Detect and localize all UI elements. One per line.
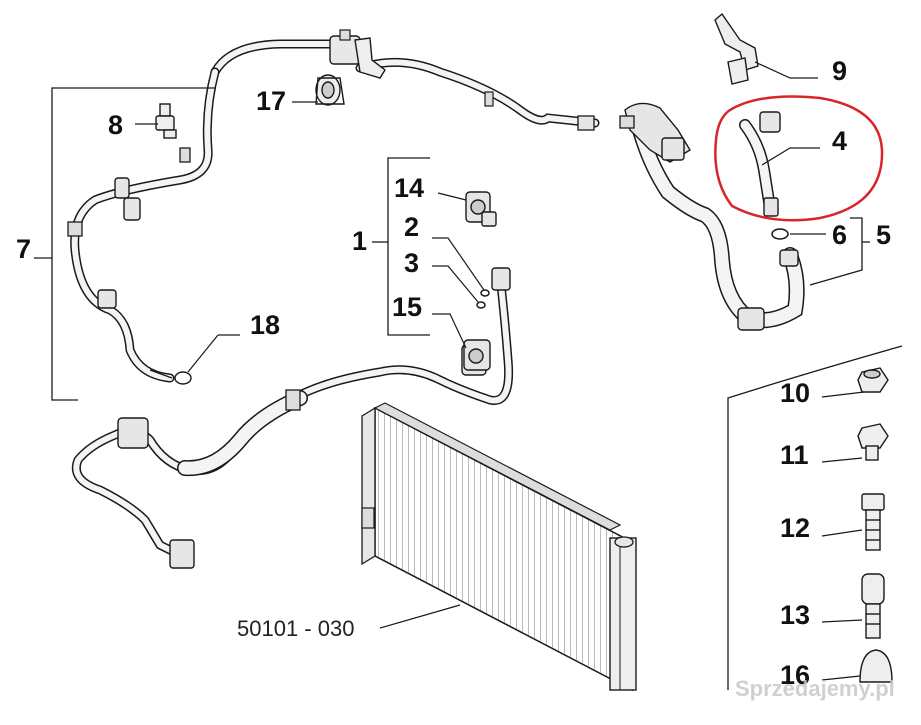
callout-14: 14 xyxy=(394,173,425,203)
callout-9: 9 xyxy=(832,56,848,86)
callout-3: 3 xyxy=(404,248,420,278)
hose-assembly-5 xyxy=(619,102,805,331)
part-18-oring xyxy=(174,371,192,385)
leader-bracket-1 xyxy=(372,157,430,336)
callout-1: 1 xyxy=(352,226,368,256)
watermark: Sprzedajemy.pl xyxy=(735,676,895,702)
part-6-oring xyxy=(771,228,789,240)
callout-11: 11 xyxy=(780,440,809,470)
callout-2: 2 xyxy=(404,212,420,242)
callout-10: 10 xyxy=(780,378,811,408)
callout-16: 16 xyxy=(780,660,811,690)
condenser xyxy=(361,402,637,692)
part-12-bolt xyxy=(861,493,885,551)
part-16-cap xyxy=(859,649,893,683)
part-14-clamp xyxy=(465,191,497,227)
callout-6: 6 xyxy=(832,220,848,250)
callout-13: 13 xyxy=(780,600,811,630)
leader-bracket-5 xyxy=(809,217,870,286)
part-11-bolt xyxy=(857,423,889,461)
part-10-nut xyxy=(857,367,889,393)
part-9-bracket xyxy=(714,12,759,85)
part-8-sensor xyxy=(155,103,177,139)
callout-8: 8 xyxy=(108,110,124,140)
parts-2-3-rings xyxy=(476,289,490,309)
part-13-bolt xyxy=(861,573,885,639)
leader-bracket-7 xyxy=(34,87,215,401)
part-4-hose xyxy=(739,111,781,217)
highlight-circle xyxy=(714,95,884,222)
callout-17: 17 xyxy=(256,86,287,116)
callout-5: 5 xyxy=(876,220,892,250)
callout-18: 18 xyxy=(250,310,281,340)
condenser-part-number: 50101 - 030 xyxy=(237,616,355,641)
fasteners-group xyxy=(727,345,903,690)
hose-assembly-7 xyxy=(67,29,600,383)
part-15-clamp xyxy=(463,339,491,371)
part-17-grommet xyxy=(315,74,345,106)
watermark-text: Sprzedajemy.pl xyxy=(735,676,895,701)
callout-7: 7 xyxy=(16,234,32,264)
callout-15: 15 xyxy=(392,292,423,322)
callout-12: 12 xyxy=(780,513,811,543)
callout-4: 4 xyxy=(832,126,848,156)
